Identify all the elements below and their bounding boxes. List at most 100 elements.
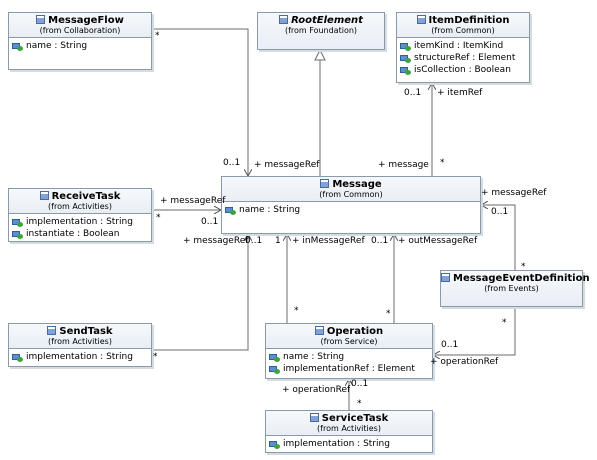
attribute-label: implementation : String (26, 352, 133, 362)
multiplicity-label: 0..1 (491, 207, 509, 217)
class-package: (from Common) (319, 190, 383, 199)
class-icon (47, 326, 57, 335)
attribute-icon (12, 230, 23, 239)
multiplicity-label: 0..1 (245, 236, 263, 246)
attribute-row[interactable]: isCollection : Boolean (400, 64, 525, 76)
attribute-row[interactable]: name : String (12, 40, 147, 52)
class-message[interactable]: Message (from Common) name : String (221, 176, 481, 234)
role-label: + itemRef (437, 88, 483, 98)
multiplicity-label: 1 (275, 236, 281, 246)
role-label: + outMessageRef (398, 236, 478, 246)
class-icon (441, 273, 450, 282)
class-name: MessageFlow (48, 15, 124, 26)
class-icon (279, 15, 289, 24)
class-messageflow[interactable]: MessageFlow (from Collaboration) name : … (8, 12, 152, 70)
attribute-label: implementation : String (26, 217, 133, 227)
attribute-icon (269, 365, 280, 374)
attribute-label: isCollection : Boolean (414, 65, 511, 75)
multiplicity-label: 0..1 (201, 217, 219, 227)
generalization-triangle (314, 48, 326, 61)
attribute-icon (269, 353, 280, 362)
edge-sendtask-message (152, 234, 248, 351)
attribute-label: name : String (239, 205, 301, 215)
multiplicity-label: * (153, 352, 158, 362)
attribute-label: itemKind : ItemKind (414, 41, 504, 51)
class-servicetask[interactable]: ServiceTask (from Activities) implementa… (265, 410, 433, 453)
class-receivetask[interactable]: ReceiveTask (from Activities) implementa… (8, 188, 152, 242)
class-name: ReceiveTask (51, 191, 121, 202)
class-icon (320, 179, 330, 188)
class-name: ServiceTask (321, 413, 389, 424)
multiplicity-label: 0..1 (441, 340, 459, 350)
attribute-label: name : String (26, 41, 88, 51)
class-name: Operation (326, 326, 384, 337)
edge-med-message (481, 205, 516, 270)
class-messageeventdefinition[interactable]: MessageEventDefinition (from Events) (440, 270, 590, 307)
class-package: (from Service) (320, 337, 378, 346)
attribute-row[interactable]: name : String (269, 351, 428, 363)
role-label: + inMessageRef (292, 236, 365, 246)
attribute-row[interactable]: name : String (225, 204, 476, 216)
role-label: + operationRef (282, 385, 351, 395)
class-package: (from Collaboration) (39, 26, 121, 35)
edge-med-operation (433, 300, 516, 355)
multiplicity-label: * (521, 262, 526, 272)
attribute-row[interactable]: implementationRef : Element (269, 363, 428, 375)
class-name: ItemDefinition (428, 15, 510, 26)
multiplicity-label: * (440, 158, 445, 168)
multiplicity-label: 0..1 (371, 236, 389, 246)
attribute-label: structureRef : Element (414, 53, 516, 63)
multiplicity-label: * (386, 309, 391, 319)
attribute-icon (400, 66, 411, 75)
class-name: SendTask (59, 326, 113, 337)
attribute-row[interactable]: itemKind : ItemKind (400, 40, 525, 52)
multiplicity-label: 0..1 (351, 379, 369, 389)
role-label: + messageRef (160, 196, 226, 206)
role-label: + message (378, 160, 429, 170)
multiplicity-label: 0..1 (404, 88, 422, 98)
class-package: (from Common) (431, 26, 495, 35)
attribute-label: name : String (283, 352, 345, 362)
class-sendtask[interactable]: SendTask (from Activities) implementatio… (8, 323, 152, 367)
class-package: (from Activities) (317, 424, 381, 433)
multiplicity-label: * (502, 318, 507, 328)
attribute-icon (12, 218, 23, 227)
class-itemdefinition[interactable]: ItemDefinition (from Common) itemKind : … (396, 12, 530, 83)
role-label: + messageRef (254, 160, 320, 170)
class-rootelement[interactable]: RootElement (from Foundation) (257, 12, 385, 50)
class-package: (from Events) (484, 284, 539, 293)
role-label: + operationRef (430, 357, 499, 367)
attribute-label: instantiate : Boolean (26, 229, 120, 239)
class-icon (36, 15, 46, 24)
role-label: + messageRef (481, 188, 547, 198)
attribute-icon (12, 353, 23, 362)
class-icon (416, 15, 426, 24)
multiplicity-label: 0..1 (223, 158, 241, 168)
attribute-row[interactable]: structureRef : Element (400, 52, 525, 64)
attribute-label: implementationRef : Element (283, 364, 415, 374)
class-name: RootElement (291, 15, 363, 26)
attribute-row[interactable]: instantiate : Boolean (12, 228, 147, 240)
class-icon (314, 326, 324, 335)
attribute-row[interactable]: implementation : String (12, 216, 147, 228)
class-name: Message (332, 179, 382, 190)
class-icon (309, 413, 319, 422)
attribute-row[interactable]: implementation : String (12, 351, 147, 363)
edge-messageflow-message (152, 28, 248, 176)
attribute-label: implementation : String (283, 439, 390, 449)
attribute-row[interactable]: implementation : String (269, 438, 428, 450)
class-package: (from Foundation) (284, 26, 358, 35)
class-operation[interactable]: Operation (from Service) name : String i… (265, 323, 433, 379)
attribute-icon (400, 42, 411, 51)
multiplicity-label: * (294, 306, 299, 316)
multiplicity-label: * (156, 213, 161, 223)
attribute-icon (12, 42, 23, 51)
class-package: (from Activities) (48, 202, 112, 211)
attribute-icon (400, 54, 411, 63)
role-label: + messageRef (183, 236, 249, 246)
class-package: (from Activities) (48, 337, 112, 346)
attribute-icon (269, 440, 280, 449)
class-name: MessageEventDefinition (453, 273, 590, 284)
class-icon (39, 191, 49, 200)
